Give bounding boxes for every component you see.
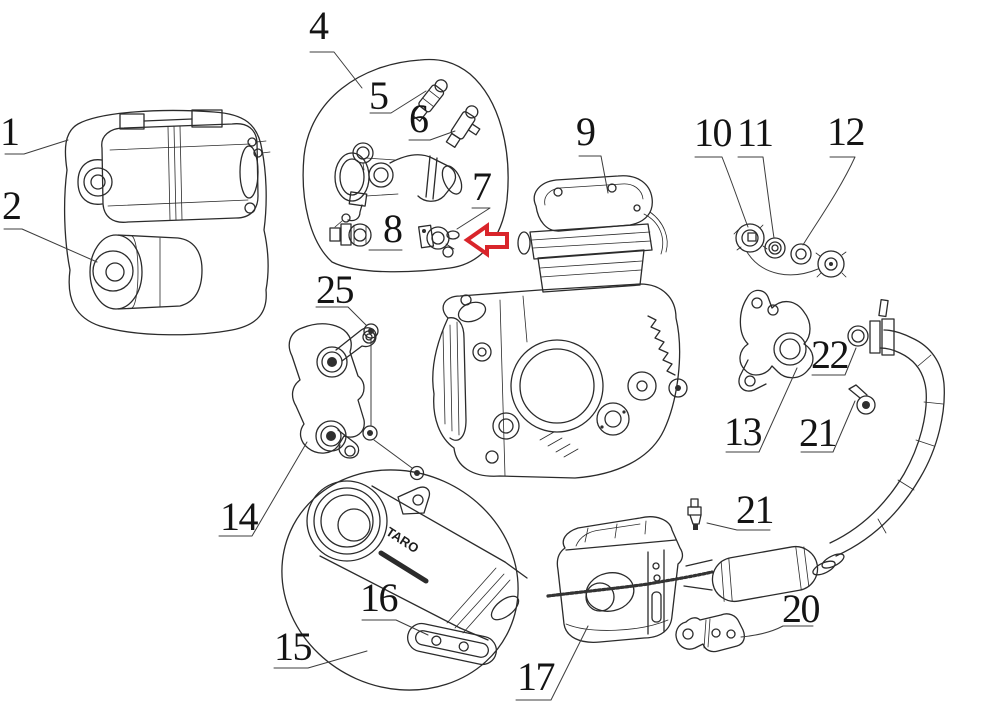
muffler-drawing: TARO bbox=[306, 480, 528, 641]
callout-21-bolt: 21 bbox=[799, 410, 838, 455]
bracket-14-drawing bbox=[288, 323, 377, 459]
group-outline-15 bbox=[281, 469, 519, 691]
clamp-plate-16-drawing bbox=[407, 622, 497, 666]
leader-lines bbox=[3, 51, 857, 701]
exhaust-pipe-drawing bbox=[683, 299, 945, 603]
engine-drawing bbox=[432, 175, 688, 479]
callout-9: 9 bbox=[576, 109, 596, 154]
callout-4: 4 bbox=[309, 3, 329, 48]
group-outline-4 bbox=[302, 58, 509, 273]
bolt-21-right-drawing bbox=[848, 384, 876, 415]
highlight-left-arrow-icon bbox=[463, 222, 509, 258]
callout-6: 6 bbox=[409, 96, 429, 141]
muffler-logo-text: TARO bbox=[383, 524, 421, 556]
group-outline-1-2 bbox=[63, 109, 269, 336]
sensor-8-drawing bbox=[329, 223, 372, 247]
air-filter-element-drawing bbox=[89, 234, 203, 310]
callout-16: 16 bbox=[360, 575, 399, 620]
callout-21-plug: 21 bbox=[736, 487, 775, 532]
callout-22: 22 bbox=[811, 332, 850, 377]
silencer-box-17-drawing bbox=[546, 516, 714, 643]
bracket-13-drawing bbox=[738, 289, 814, 392]
callout-12: 12 bbox=[827, 109, 866, 154]
bolt-21-left-drawing bbox=[687, 498, 702, 530]
callout-14: 14 bbox=[220, 494, 259, 539]
idle-air-valve-drawing bbox=[418, 224, 460, 258]
callout-15: 15 bbox=[274, 624, 313, 669]
throttle-body-drawing bbox=[334, 142, 463, 228]
fastener-10-11-12-drawing bbox=[733, 223, 847, 278]
callout-25: 25 bbox=[316, 267, 355, 312]
washers-25-drawing bbox=[362, 323, 425, 481]
callout-13: 13 bbox=[724, 409, 763, 454]
callout-2: 2 bbox=[2, 183, 22, 228]
gasket-ring-22-drawing bbox=[847, 325, 869, 347]
callout-5: 5 bbox=[369, 73, 389, 118]
callout-7: 7 bbox=[472, 164, 492, 209]
callout-1: 1 bbox=[0, 109, 20, 154]
callout-17: 17 bbox=[517, 654, 556, 699]
callout-8: 8 bbox=[383, 206, 403, 251]
callout-11: 11 bbox=[737, 110, 774, 155]
callout-20: 20 bbox=[782, 586, 821, 631]
injector-6-drawing bbox=[445, 105, 481, 148]
air-filter-box-drawing bbox=[77, 109, 271, 223]
callout-10: 10 bbox=[694, 110, 733, 155]
injector-5-drawing bbox=[411, 79, 448, 122]
bracket-20-drawing bbox=[675, 613, 745, 653]
